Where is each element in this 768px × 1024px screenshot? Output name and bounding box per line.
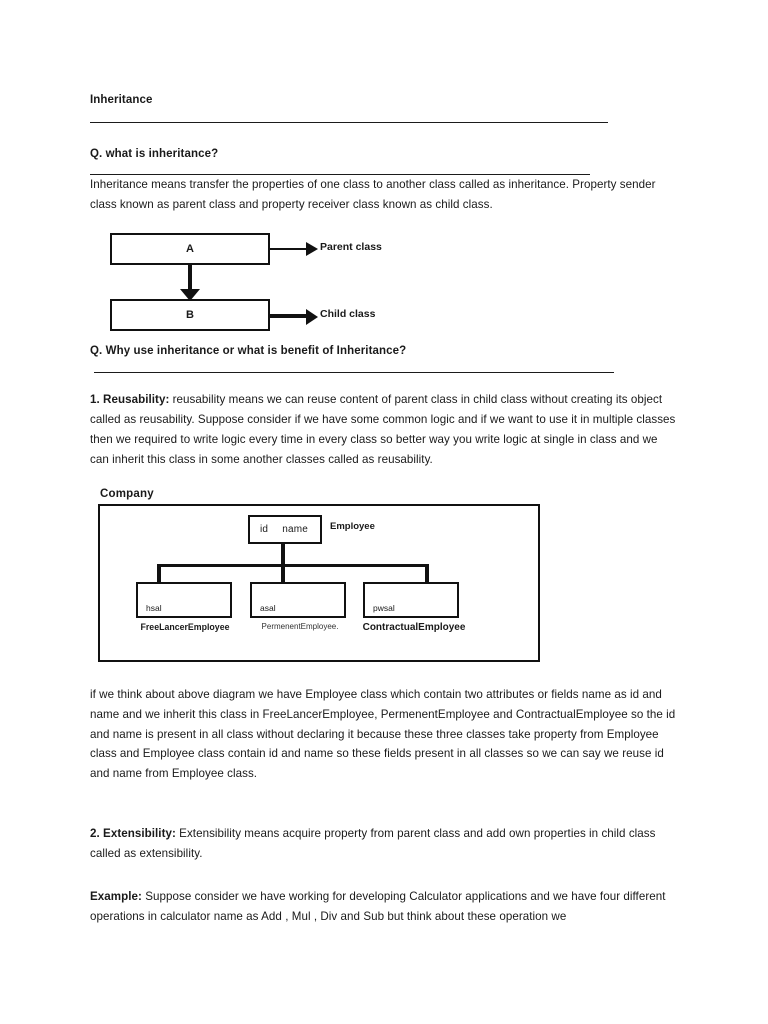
child-pointer-line [270, 314, 308, 319]
class-box-b-label: B [186, 309, 194, 322]
employee-fields: id name [260, 524, 308, 535]
company-class-diagram: Company id name Employee hsal asal [98, 488, 550, 662]
reusability-explanation-paragraph: if we think about above diagram we have … [90, 687, 676, 781]
permenent-employee-field: asal [260, 602, 276, 613]
horizontal-rule-question-2 [94, 371, 614, 373]
hierarchy-drop-line-3 [425, 563, 429, 584]
extensibility-paragraph: 2. Extensibility: Extensibility means ac… [90, 824, 678, 864]
employee-class-box: id name [248, 514, 322, 544]
question-1-heading: Q. what is inheritance? [90, 147, 219, 160]
class-box-b: B [110, 299, 270, 332]
inheritance-arrow-head-down [180, 289, 200, 302]
permenent-employee-label: PermenentEmployee. [261, 621, 339, 631]
parent-class-label: Parent class [320, 241, 382, 254]
company-diagram-title: Company [100, 487, 154, 500]
contractual-employee-box: pwsal [363, 581, 459, 618]
reusability-text: reusability means we can reuse content o… [90, 392, 676, 466]
employee-class-label: Employee [330, 520, 375, 532]
extensibility-text: Extensibility means acquire property fro… [90, 827, 656, 861]
child-pointer-arrow-icon [306, 309, 318, 326]
contractual-employee-label: ContractualEmployee [362, 621, 466, 633]
example-label: Example: [90, 890, 142, 904]
question-2-heading: Q. Why use inheritance or what is benefi… [90, 345, 407, 358]
example-paragraph: Example: Suppose consider we have workin… [90, 887, 678, 927]
permenent-employee-box: asal [250, 581, 346, 618]
horizontal-rule-top [90, 121, 608, 123]
document-content: Inheritance Q. what is inheritance? Inhe… [90, 92, 678, 927]
employee-field-name: name [282, 523, 309, 535]
parent-pointer-line [270, 248, 308, 251]
employee-field-id: id [260, 523, 269, 535]
child-class-label: Child class [320, 308, 376, 321]
parent-pointer-arrow-icon [306, 242, 318, 257]
reusability-label: 1. Reusability: [90, 392, 170, 406]
contractual-employee-field: pwsal [373, 602, 395, 613]
reusability-paragraph: 1. Reusability: reusability means we can… [90, 390, 678, 470]
class-box-a-label: A [186, 243, 194, 256]
hierarchy-drop-line-1 [157, 563, 161, 584]
freelancer-employee-box: hsal [136, 581, 232, 618]
hierarchy-trunk-line [281, 543, 285, 566]
hierarchy-bus-line [157, 563, 429, 567]
freelancer-employee-field: hsal [146, 602, 162, 613]
inheritance-ab-diagram: A B Parent class Child class [110, 231, 678, 343]
inheritance-definition-paragraph: Inheritance means transfer the propertie… [90, 178, 656, 212]
horizontal-rule-question-1 [90, 174, 590, 176]
page-title: Inheritance [90, 94, 153, 106]
freelancer-employee-label: FreeLancerEmployee [140, 621, 230, 632]
inheritance-arrow-line-vertical [188, 265, 192, 294]
extensibility-label: 2. Extensibility: [90, 827, 176, 841]
company-boundary-box: id name Employee hsal asal pwsal [98, 503, 540, 662]
hierarchy-drop-line-2 [281, 563, 285, 584]
example-text: Suppose consider we have working for dev… [90, 890, 666, 924]
class-box-a: A [110, 233, 270, 266]
